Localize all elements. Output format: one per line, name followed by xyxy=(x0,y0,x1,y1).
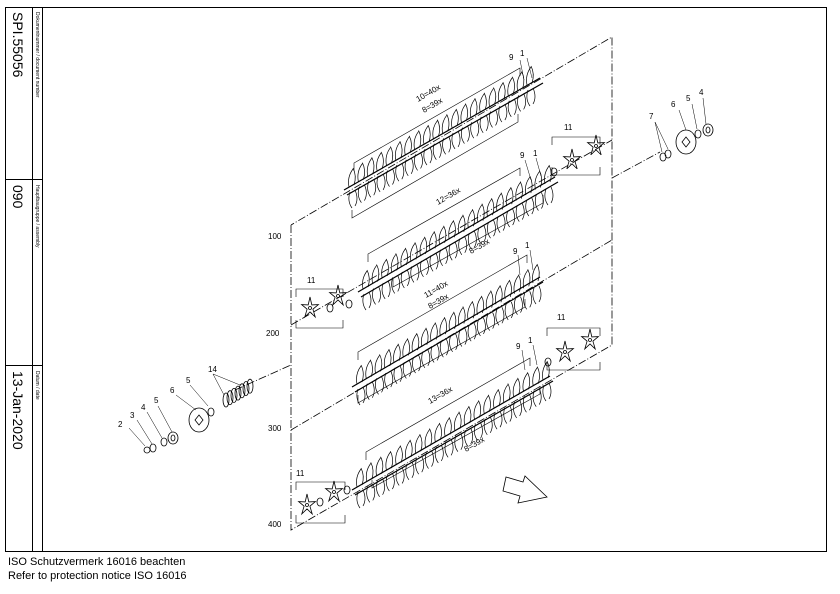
callout-400-11b: 11 xyxy=(557,313,566,322)
callout-300-9: 9 xyxy=(513,247,518,256)
title-block-value-column xyxy=(5,7,33,552)
direction-arrow xyxy=(502,475,548,504)
spring-coil xyxy=(238,383,246,399)
part-4-right: 4 xyxy=(699,88,704,97)
star-wheel-blade xyxy=(580,328,600,351)
callout-200-11b: 11 xyxy=(564,123,573,132)
spring-coil xyxy=(242,381,250,396)
callout-300-1: 1 xyxy=(525,241,530,250)
part-4-left: 4 xyxy=(141,403,146,412)
label-400: 400 xyxy=(268,520,282,529)
callout-100-1: 1 xyxy=(520,49,525,58)
callout-400-bottom: 8=39x xyxy=(463,435,487,454)
callout-200-11a: 11 xyxy=(307,276,316,285)
part-7-right: 7 xyxy=(649,112,654,121)
star-wheels xyxy=(297,134,606,516)
spring-coil xyxy=(222,392,230,408)
star-wheel-hub xyxy=(563,350,567,354)
title-block-caption-column xyxy=(5,7,43,552)
hardware-parts xyxy=(143,123,714,507)
label-300: 300 xyxy=(268,424,282,433)
title-block xyxy=(5,7,43,552)
label-200: 200 xyxy=(266,329,280,338)
part-5b-left: 5 xyxy=(186,376,191,385)
assembly-cell xyxy=(5,180,43,366)
star-wheel-blade xyxy=(324,480,344,503)
label-100: 100 xyxy=(268,232,282,241)
protection-notice-de: ISO Schutzvermerk 16016 beachten xyxy=(8,556,186,568)
callout-brackets xyxy=(295,67,601,524)
callout-200-9: 9 xyxy=(520,151,525,160)
star-wheel-blade xyxy=(300,296,320,319)
drawing-frame xyxy=(5,7,827,552)
callout-400-11a: 11 xyxy=(296,469,305,478)
callout-200-bottom: 8=39x xyxy=(468,237,492,256)
part-2-left: 2 xyxy=(118,420,123,429)
callout-200-top: 12=36x xyxy=(435,186,462,207)
star-wheel-blade xyxy=(562,148,582,170)
star-wheel-hub xyxy=(570,158,574,162)
callout-400-9: 9 xyxy=(516,342,521,351)
part-6-left: 6 xyxy=(170,386,175,395)
star-wheel-blade xyxy=(586,134,606,156)
protection-notice-en: Refer to protection notice ISO 16016 xyxy=(8,570,187,582)
roller-100 xyxy=(343,77,544,196)
part-5-right: 5 xyxy=(686,94,691,103)
star-wheel-hub xyxy=(308,306,312,310)
star-wheel-hub xyxy=(336,294,340,298)
spring-coil xyxy=(230,387,238,403)
callout-200-1: 1 xyxy=(533,149,538,158)
spring-coil xyxy=(234,385,242,401)
spring-coil xyxy=(246,378,254,394)
leader-lines xyxy=(128,57,707,447)
part-6-right: 6 xyxy=(671,100,676,109)
star-wheel-hub xyxy=(332,490,336,494)
part-14-left: 14 xyxy=(208,365,217,374)
callout-400-top: 13=36x xyxy=(427,385,454,406)
star-wheel-hub xyxy=(594,144,598,148)
part-3-left: 3 xyxy=(130,411,135,420)
star-wheel-hub xyxy=(588,338,592,342)
spring-coil xyxy=(226,390,234,406)
star-wheel-blade xyxy=(555,340,575,363)
callout-400-1: 1 xyxy=(528,336,533,345)
part-5-left: 5 xyxy=(154,396,159,405)
star-wheel-blade xyxy=(297,493,317,516)
callout-100-9: 9 xyxy=(509,53,514,62)
star-wheel-hub xyxy=(305,503,309,507)
roller-tines xyxy=(348,65,554,509)
star-wheel-blade xyxy=(328,284,348,307)
doc-number-cell xyxy=(5,7,43,180)
